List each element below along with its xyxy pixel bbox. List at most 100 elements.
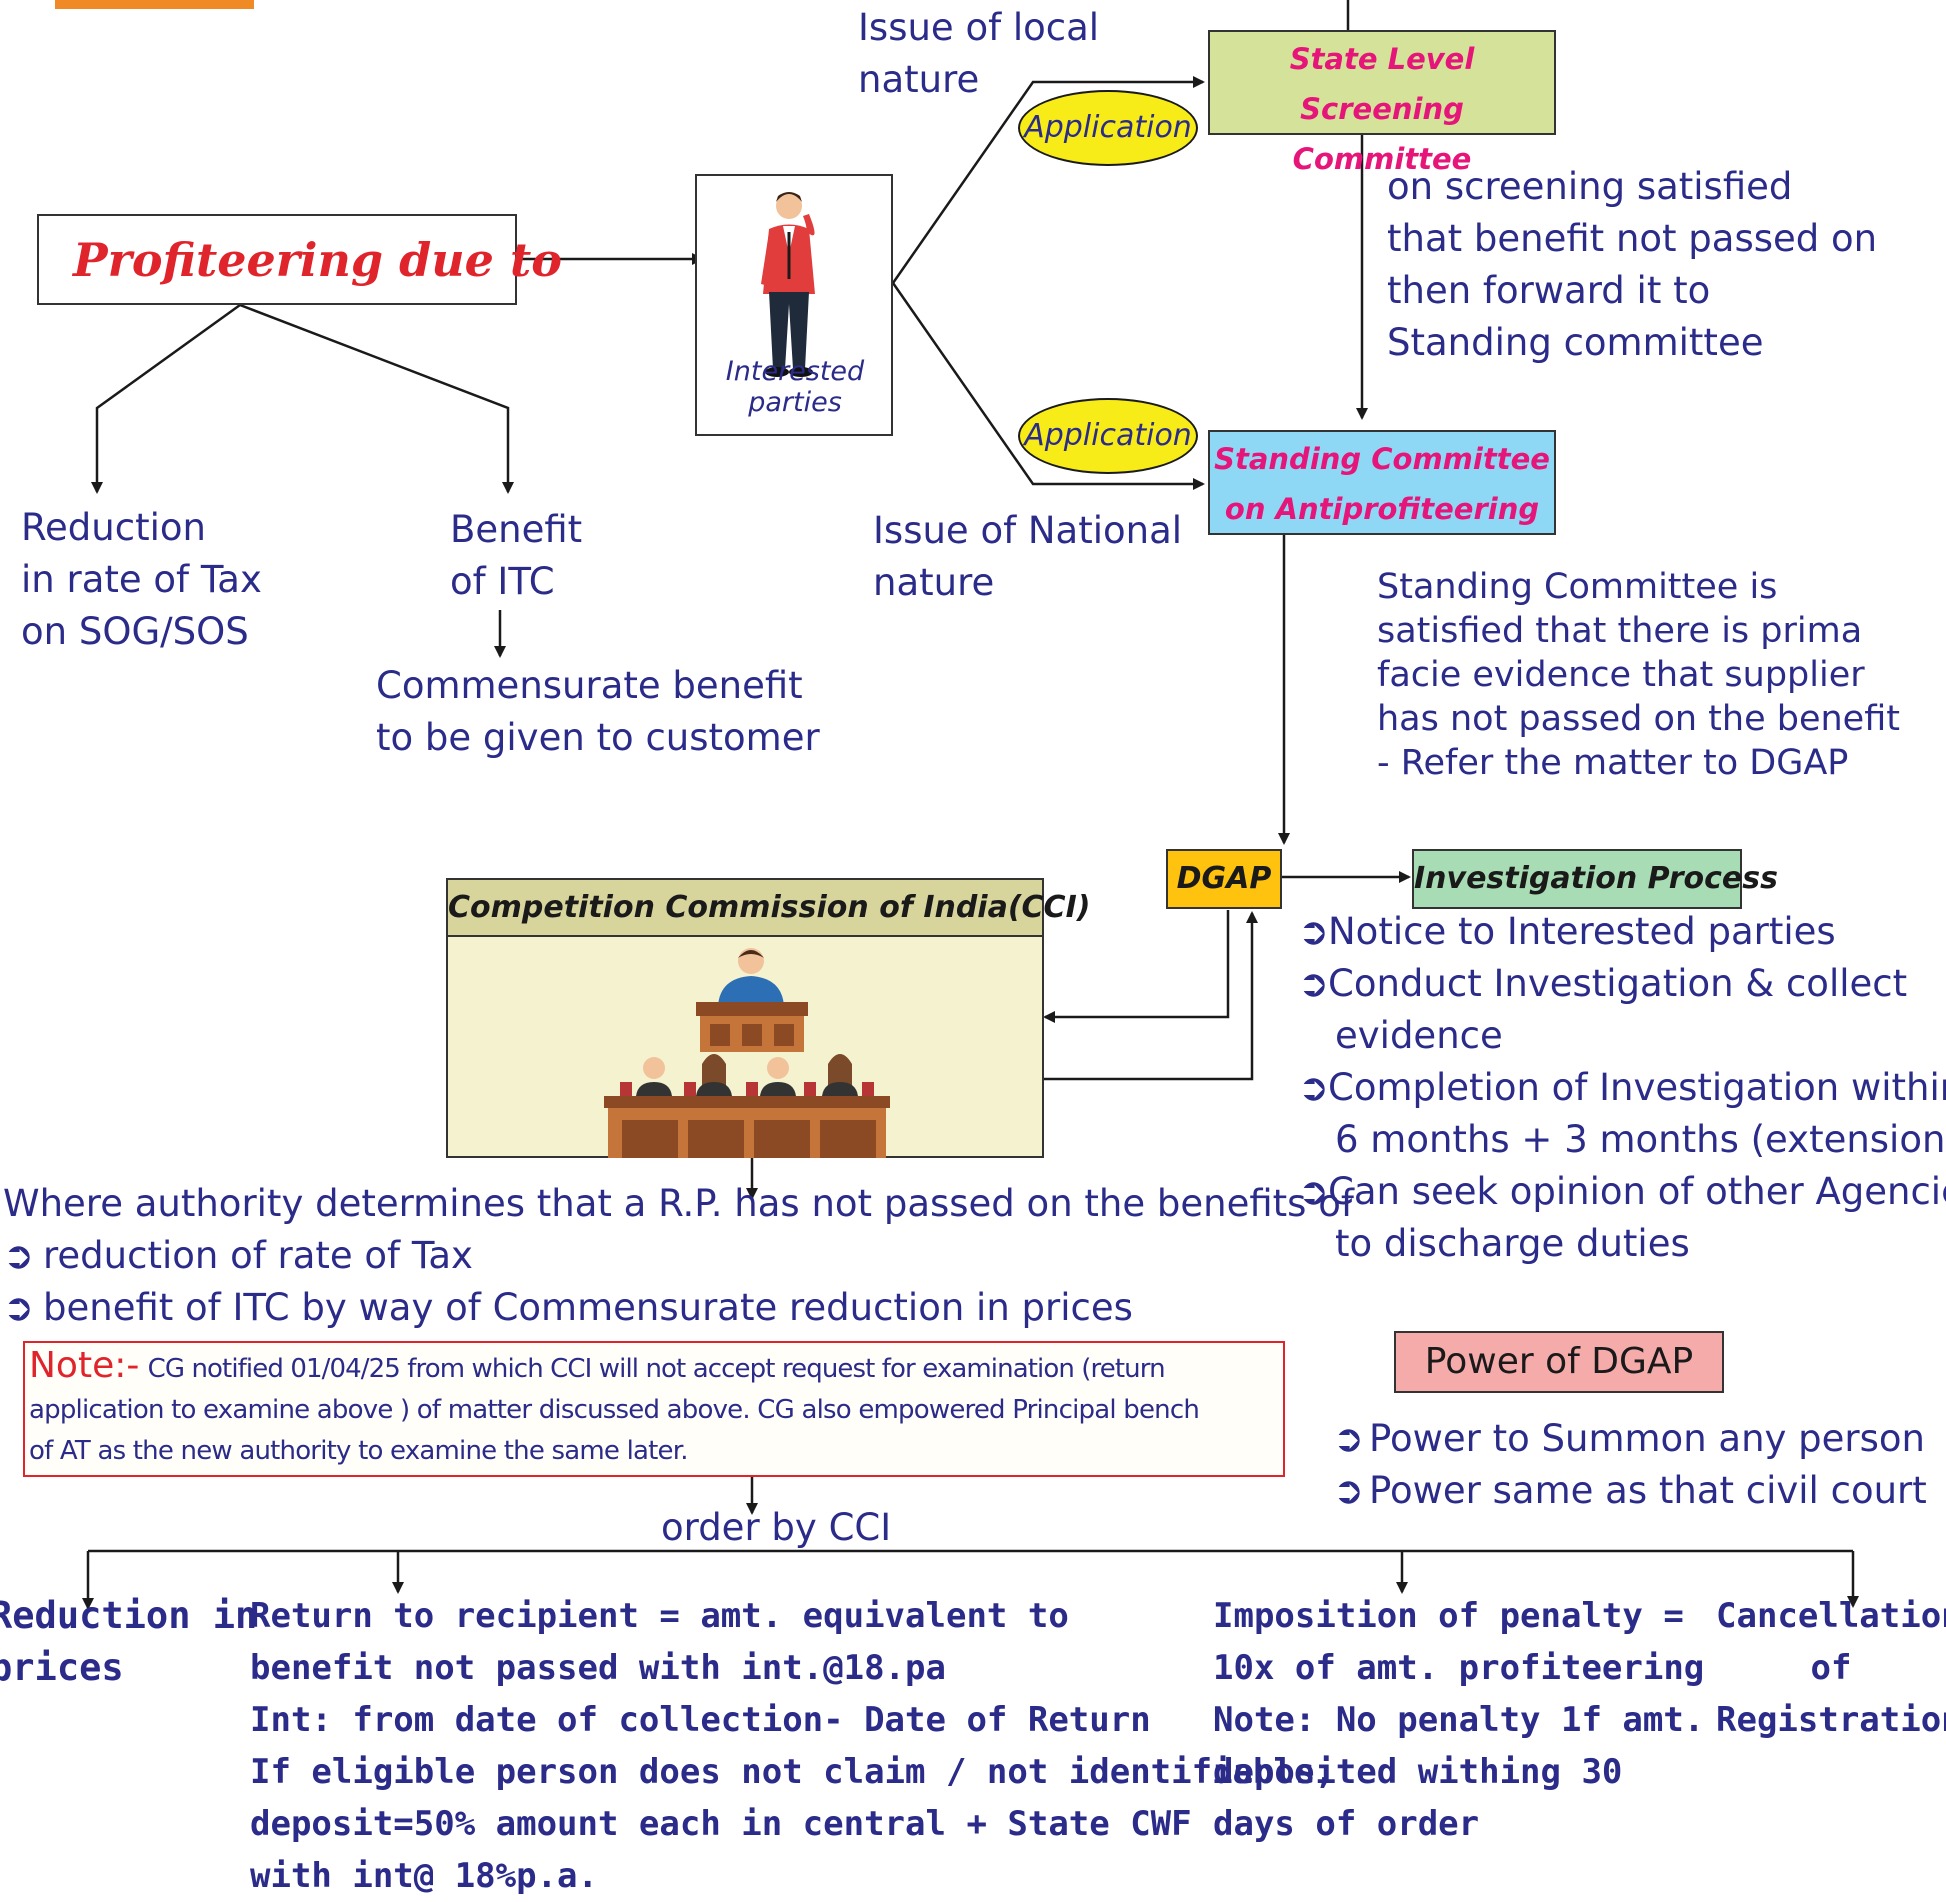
orange-marker (55, 0, 254, 9)
standing-text-line-1: Standing Committee is (1377, 567, 1778, 607)
interested-line-1: Interested (725, 356, 865, 387)
authority-point-1: ➲reduction of rate of Tax (3, 1230, 1354, 1282)
issue-local-line-2: nature (858, 58, 980, 101)
power-point-1: ➲Power to Summon any person (1333, 1413, 1927, 1465)
standing-committee-label: Standing Committee on Antiprofiteering (1210, 432, 1554, 534)
authority-point-2: ➲benefit of ITC by way of Commensurate r… (3, 1282, 1354, 1334)
investigation-point-3-cont: 6 months + 3 months (extension) (1335, 1118, 1946, 1161)
outcome-2-line-5: deposit=50% amount each in central + Sta… (250, 1804, 1192, 1844)
outcome-2-line-6: with int@ 18%p.a. (250, 1856, 598, 1896)
order-label: order by CCI (661, 1506, 892, 1549)
note-line-1: Note:- CG notified 01/04/25 from which C… (29, 1345, 1166, 1386)
outcome-2-line-2: benefit not passed with int.@18.pa (250, 1648, 946, 1688)
commensurate-line-2: to be given to customer (376, 716, 820, 759)
outcome-2-line-3: Int: from date of collection- Date of Re… (250, 1700, 1151, 1740)
application-ellipse-1: Application (1018, 90, 1198, 166)
cci-box: Competition Commission of India(CCI) (446, 878, 1090, 1158)
benefit-line-1: Benefit (450, 508, 583, 551)
investigation-point-1: ➲Notice to Interested parties (1298, 906, 1946, 958)
investigation-point-4-cont: to discharge duties (1335, 1222, 1690, 1265)
state-committee-line-1: State Level Screening (1289, 42, 1475, 126)
outcome-penalty: Imposition of penalty = 10x of amt. prof… (1213, 1590, 1704, 1850)
reduction-label: Reduction in rate of Tax on SOG/SOS (21, 502, 262, 658)
standing-text-line-2: satisfied that there is prima (1377, 611, 1863, 651)
outcome-reduction: Reduction in prices (0, 1590, 257, 1694)
application-label-2: Application (1024, 418, 1192, 453)
arrow-bullet-icon: ➲ (1298, 910, 1330, 953)
note-line-2: application to examine above ) of matter… (29, 1395, 1200, 1425)
note-prefix: Note:- (29, 1345, 140, 1386)
arrow-bullet-icon: ➲ (1298, 962, 1330, 1005)
interested-parties-label: Interested parties (697, 356, 893, 418)
outcome-3-line-2: 10x of amt. profiteering (1213, 1648, 1705, 1688)
power-title: Power of DGAP (1424, 1341, 1694, 1382)
outcome-cancellation: Cancellation of Registration (1716, 1590, 1946, 1746)
power-box: Power of DGAP (1394, 1331, 1724, 1393)
benefit-line-2: of ITC (450, 560, 555, 603)
note-box: Note:- CG notified 01/04/25 from which C… (23, 1341, 1285, 1477)
outcome-4-line-3: Registration (1716, 1700, 1946, 1740)
standing-committee-line-1: Standing Committee (1214, 442, 1550, 476)
outcome-2-line-4: If eligible person does not claim / not … (250, 1752, 1335, 1792)
profiteering-title: Profiteering due to (73, 233, 562, 287)
outcome-4-line-1: Cancellation (1716, 1596, 1946, 1636)
screening-line-2: that benefit not passed on (1387, 217, 1878, 260)
issue-national-label: Issue of National nature (873, 505, 1182, 609)
standing-text-line-4: has not passed on the benefit (1377, 699, 1900, 739)
investigation-point-3: ➲Completion of Investigation within (1298, 1062, 1946, 1114)
investigation-point-2-cont: evidence (1335, 1014, 1503, 1057)
outcome-3-line-4: deposited withing 30 (1213, 1752, 1623, 1792)
outcome-2-line-1: Return to recipient = amt. equivalent to (250, 1596, 1069, 1636)
interested-parties-box: Interested parties (695, 174, 893, 436)
standing-committee-line-2: on Antiprofiteering (1224, 492, 1540, 526)
businessman-icon (761, 192, 815, 377)
investigation-point-4: ➲Can seek opinion of other Agencies (1298, 1166, 1946, 1218)
authority-line: Where authority determines that a R.P. h… (3, 1182, 1354, 1225)
investigation-label: Investigation Process (1414, 861, 1778, 896)
outcome-3-line-3: Note: No penalty 1f amt. (1213, 1700, 1705, 1740)
standing-committee-box: Standing Committee on Antiprofiteering (1208, 430, 1556, 535)
note-line-3: of AT as the new authority to examine th… (29, 1436, 689, 1466)
reduction-line-1: Reduction (21, 506, 206, 549)
standing-text-line-5: - Refer the matter to DGAP (1377, 743, 1849, 783)
outcome-1-line-2: prices (0, 1646, 124, 1689)
screening-text: on screening satisfied that benefit not … (1387, 161, 1877, 369)
investigation-point-2: ➲Conduct Investigation & collect (1298, 958, 1946, 1010)
interested-line-2: parties (748, 387, 842, 418)
state-committee-line-2: Committee (1292, 142, 1472, 176)
issue-local-line-1: Issue of local (858, 6, 1100, 49)
state-committee-label: State Level Screening Committee (1210, 32, 1554, 184)
screening-line-3: then forward it to (1387, 269, 1711, 312)
courtroom-icon (604, 948, 890, 1158)
state-committee-box: State Level Screening Committee (1208, 30, 1556, 176)
standing-text-line-3: facie evidence that supplier (1377, 655, 1865, 695)
investigation-box: Investigation Process (1412, 849, 1778, 909)
cci-header: Competition Commission of India(CCI) (448, 880, 1090, 937)
arrow-bullet-icon: ➲ (1333, 1417, 1365, 1460)
outcome-4-line-2: of (1810, 1648, 1852, 1688)
standing-text: Standing Committee is satisfied that the… (1377, 565, 1900, 785)
outcome-3-line-5: days of order (1213, 1804, 1480, 1844)
application-ellipse-2: Application (1018, 398, 1198, 474)
outcome-3-line-1: Imposition of penalty = (1213, 1596, 1684, 1636)
profiteering-box: Profiteering due to (37, 214, 562, 305)
issue-local-label: Issue of local nature (858, 2, 1099, 106)
power-point-2: ➲Power same as that civil court (1333, 1465, 1927, 1517)
dgap-box: DGAP (1166, 849, 1282, 909)
arrow-bullet-icon: ➲ (1333, 1469, 1365, 1512)
dgap-label: DGAP (1176, 861, 1272, 896)
application-label-1: Application (1024, 110, 1192, 145)
screening-line-4: Standing committee (1387, 321, 1764, 364)
arrow-bullet-icon: ➲ (1298, 1066, 1330, 1109)
screening-line-1: on screening satisfied (1387, 165, 1793, 208)
outcome-return: Return to recipient = amt. equivalent to… (250, 1590, 1335, 1902)
outcome-1-line-1: Reduction in (0, 1594, 258, 1637)
investigation-points: ➲Notice to Interested parties ➲Conduct I… (1298, 906, 1946, 1270)
cci-title: Competition Commission of India(CCI) (448, 890, 1091, 925)
benefit-label: Benefit of ITC (450, 504, 582, 608)
arrow-bullet-icon: ➲ (3, 1234, 35, 1277)
reduction-line-3: on SOG/SOS (21, 610, 249, 653)
issue-national-line-1: Issue of National (873, 509, 1183, 552)
issue-national-line-2: nature (873, 561, 995, 604)
